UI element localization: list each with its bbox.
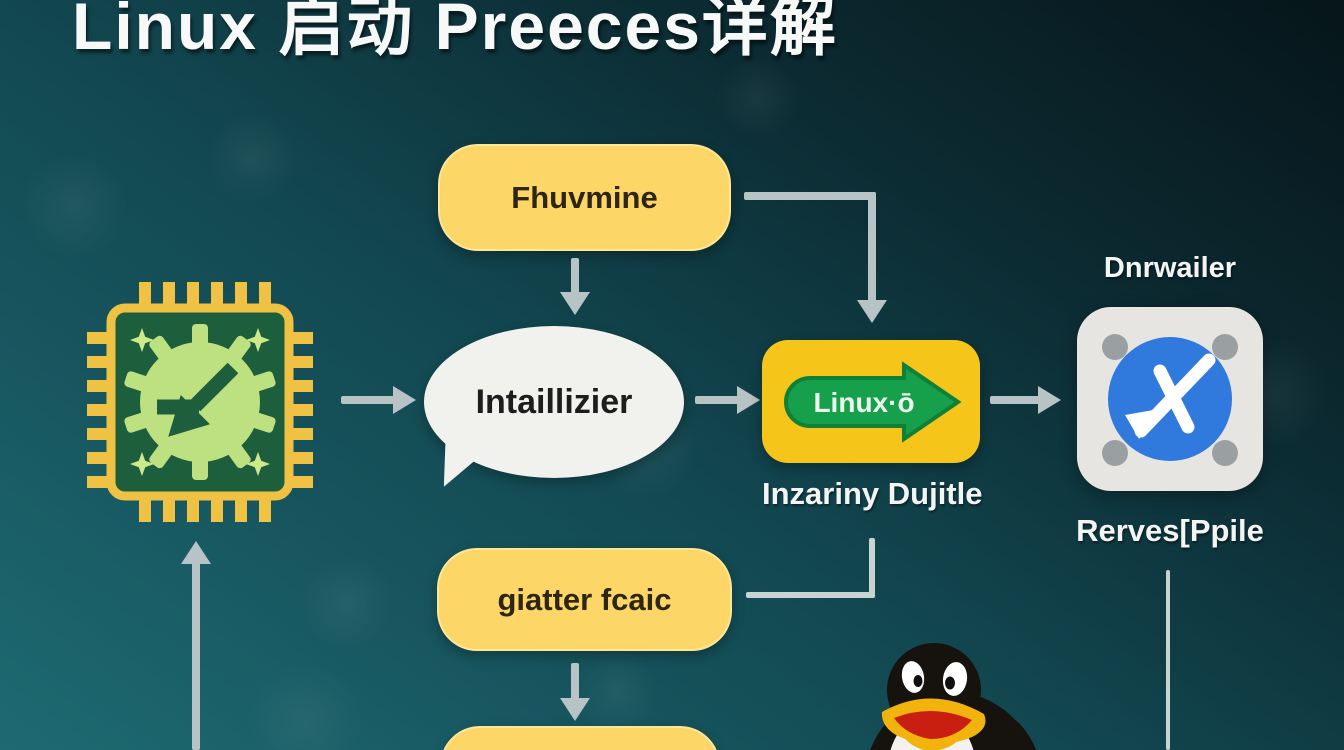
arrow-linux-to-installer-line (990, 396, 1040, 404)
arrow-bubble-to-linux-head (737, 386, 760, 414)
node-middle-box-label: giatter fcaic (497, 581, 672, 617)
installer-package-icon (1077, 307, 1263, 491)
page-title: Linux 启动 Preeces详解 (72, 0, 838, 63)
speech-bubble-label: Intaillizier (475, 382, 633, 421)
cpu-chip-icon (87, 282, 313, 522)
linux-caption: Inzariny Dujitle (762, 476, 983, 511)
speech-bubble-node: Intaillizier (424, 326, 684, 478)
bokeh-spot (300, 555, 395, 650)
tux-penguin-icon (870, 643, 1047, 750)
linux-badge-label: Linux·ō (813, 387, 914, 418)
node-top-box-label: Fhuvmine (511, 179, 658, 215)
arrow-bottom-to-chip-line (192, 562, 200, 750)
connector-topbox-to-linux-horizontal (744, 192, 876, 200)
arrow-chip-to-bubble-line (341, 396, 395, 404)
node-top-box: Fhuvmine (438, 144, 731, 251)
connector-installer-down-line (1166, 570, 1170, 750)
connector-middlebox-to-linux-vertical (869, 538, 875, 598)
arrow-linux-to-installer-head (1038, 386, 1061, 414)
bokeh-spot (715, 55, 800, 140)
connector-middlebox-to-linux-horizontal (746, 592, 875, 598)
bokeh-spot (575, 650, 660, 735)
bokeh-spot (205, 110, 300, 205)
bokeh-spot (20, 150, 130, 260)
arrow-topbox-to-bubble-line (571, 258, 579, 294)
installer-caption: Rerves[Ppile (1076, 513, 1264, 548)
arrow-topbox-to-bubble-head (560, 292, 590, 315)
node-middle-box: giatter fcaic (437, 548, 732, 651)
arrow-chip-to-bubble-head (393, 386, 416, 414)
arrow-bubble-to-linux-line (695, 396, 739, 404)
connector-topbox-to-linux-vertical (868, 192, 876, 302)
arrow-middlebox-to-bottombox-head (560, 698, 590, 721)
node-linux-box: Linux·ō (762, 340, 980, 463)
arrow-middlebox-to-bottombox-line (571, 663, 579, 700)
arrow-bottom-to-chip-head (181, 541, 211, 564)
installer-title: Dnrwailer (1103, 252, 1237, 284)
node-bottom-box (440, 726, 720, 750)
connector-topbox-to-linux-head (857, 300, 887, 323)
bokeh-spot (245, 660, 365, 750)
linux-green-arrow-badge: Linux·ō (784, 360, 962, 443)
